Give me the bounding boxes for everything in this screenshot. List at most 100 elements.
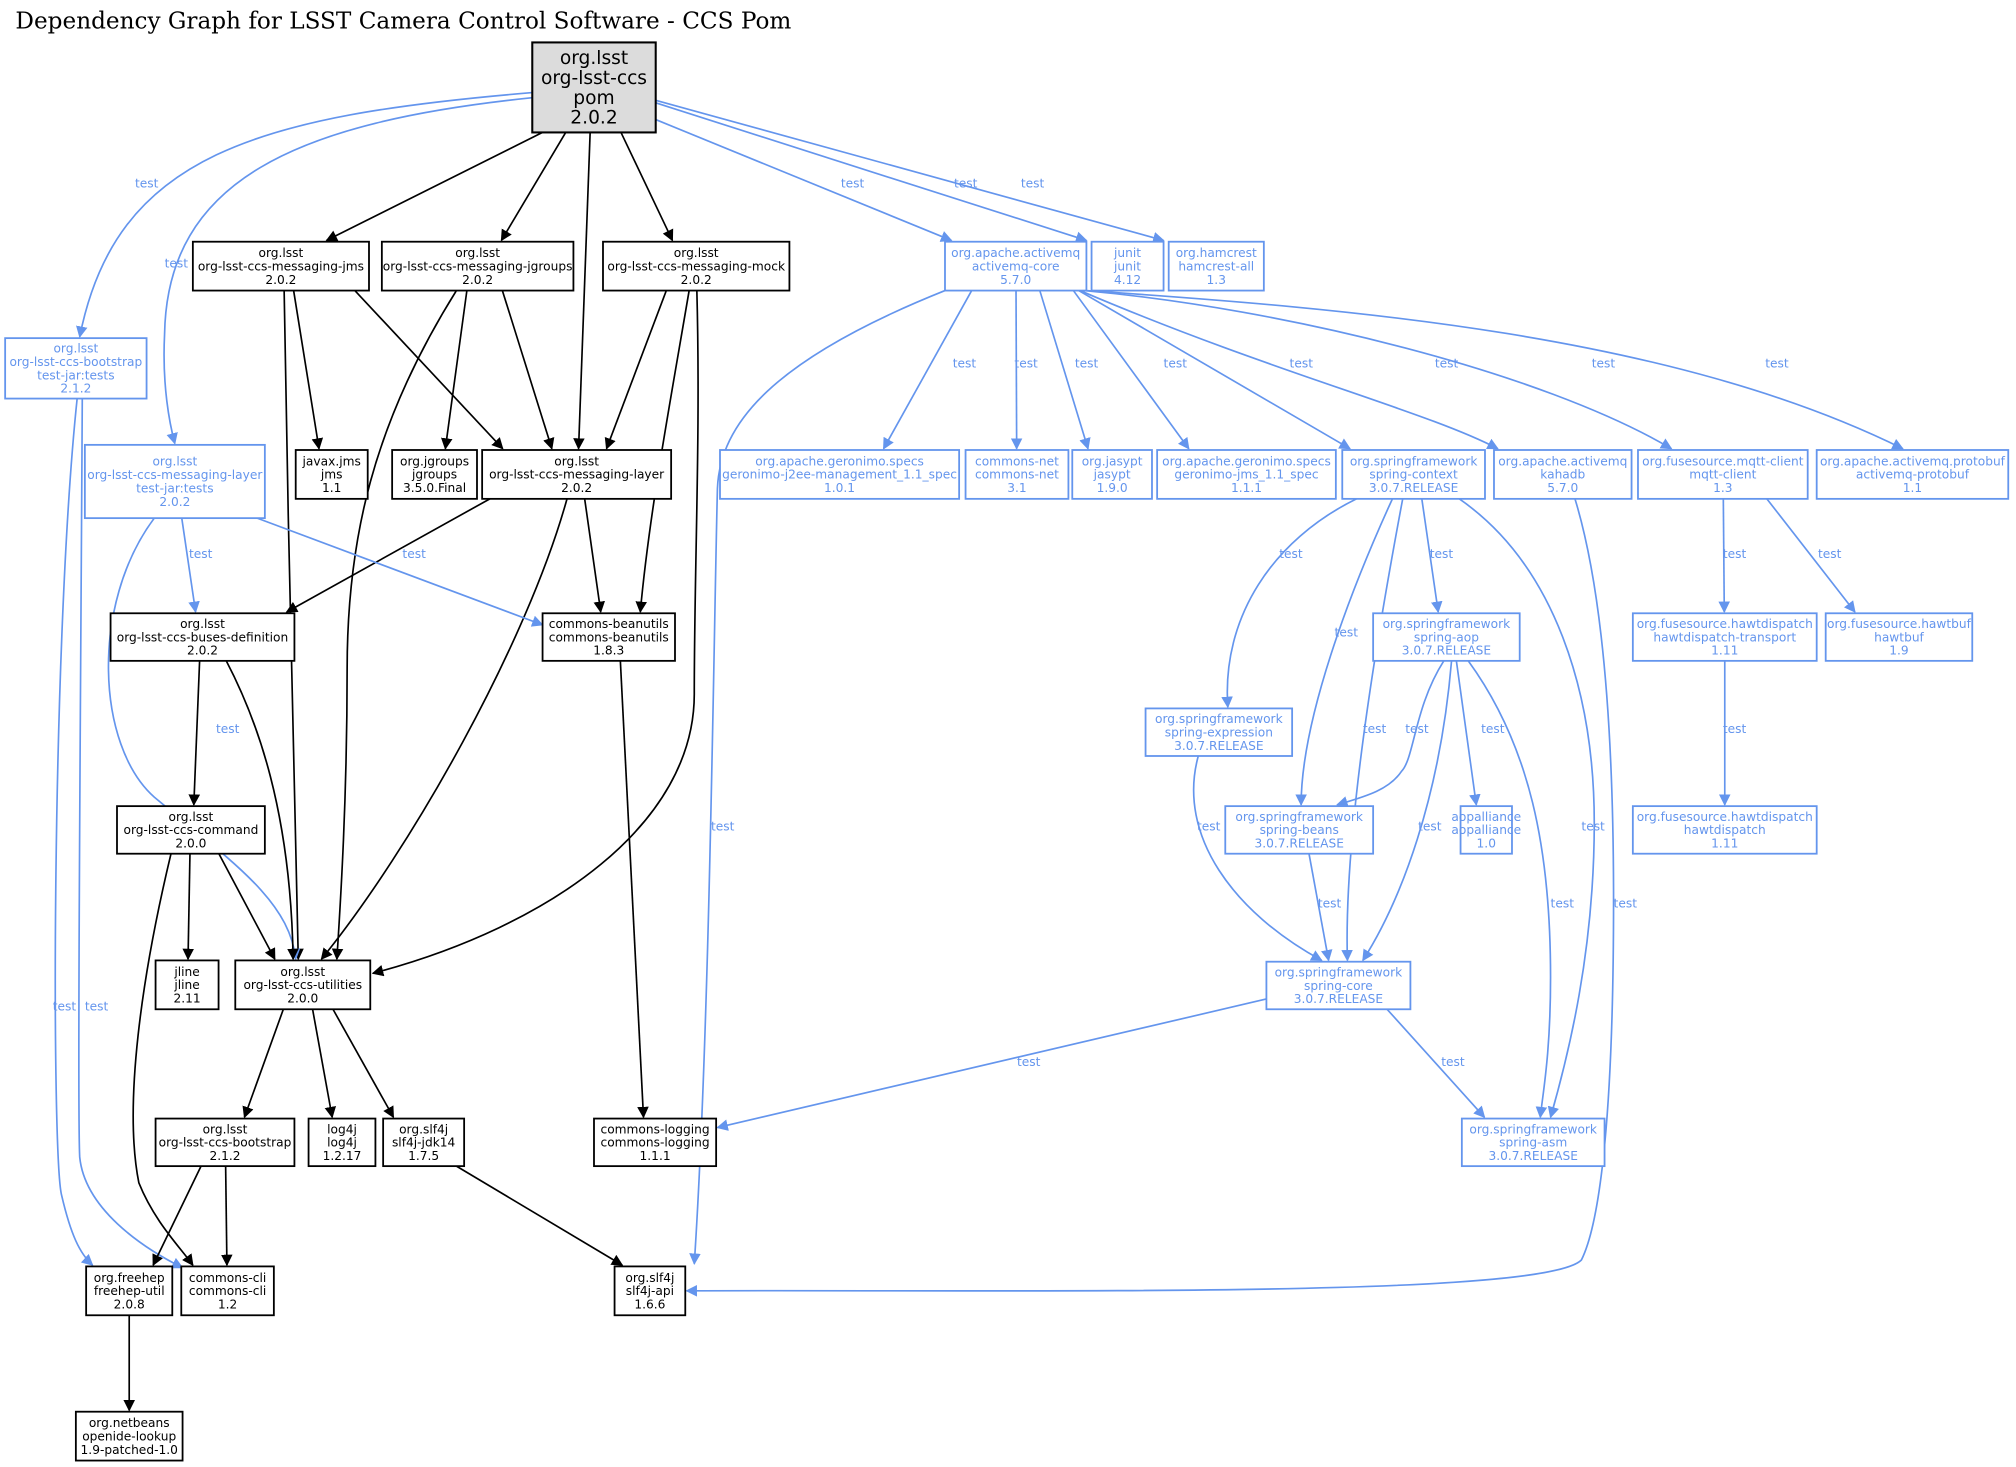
node-label-line: 1.2.17 bbox=[323, 1149, 362, 1163]
node-label-line: 3.0.7.RELEASE bbox=[1254, 837, 1343, 851]
edge-label: test bbox=[1765, 357, 1789, 371]
node-label-line: org.lsst bbox=[180, 617, 225, 631]
node-label-line: 1.11 bbox=[1711, 837, 1738, 851]
edge-root-to-amqcore bbox=[655, 118, 953, 242]
node-label-line: junit bbox=[1113, 246, 1141, 260]
node-label-line: commons-beanutils bbox=[549, 630, 669, 644]
node-label-line: 1.11 bbox=[1711, 644, 1738, 658]
edge-label: test bbox=[1014, 357, 1038, 371]
edge-label: test bbox=[1418, 820, 1442, 834]
node-box bbox=[1156, 449, 1337, 500]
node-box bbox=[1637, 449, 1809, 500]
node-jgroups: org.lsstorg-lsst-ccs-messaging-jgroups2.… bbox=[380, 240, 575, 292]
node-label-line: org.freehep bbox=[94, 1271, 165, 1285]
edge-label: test bbox=[189, 547, 213, 561]
node-geronimo-jms: org.apache.geronimo.specsgeronimo-jms_1.… bbox=[1156, 449, 1337, 500]
node-box bbox=[613, 1265, 687, 1317]
edge-msglayer-to-beanutils bbox=[583, 498, 606, 614]
node-label-line: 3.0.7.RELEASE bbox=[1174, 739, 1263, 753]
node-label-line: 2.0.2 bbox=[187, 644, 218, 658]
node-label-line: activemq-core bbox=[972, 259, 1060, 273]
edge-msglayer-to-buses bbox=[285, 498, 491, 613]
node-box bbox=[74, 1410, 184, 1462]
node-spring-asm: org.springframeworkspring-asm3.0.7.RELEA… bbox=[1460, 1117, 1606, 1168]
node-label-line: commons-logging bbox=[600, 1122, 709, 1136]
node-label-line: org.lsst bbox=[53, 342, 98, 356]
node-label-line: 3.1 bbox=[1007, 481, 1026, 495]
edge-amqcore-to-spring_context bbox=[1078, 289, 1351, 450]
node-label-line: org-lsst-ccs-messaging-layer bbox=[489, 468, 665, 482]
node-hawtdispatch: org.fusesource.hawtdispatchhawtdispatch1… bbox=[1631, 805, 1818, 855]
node-label-line: hawtbuf bbox=[1874, 630, 1924, 644]
edge-label: test bbox=[711, 820, 735, 834]
edge-label: test bbox=[1551, 897, 1575, 911]
node-box bbox=[234, 959, 372, 1011]
node-label-line: slf4j-api bbox=[626, 1284, 674, 1298]
node-label-line: jasypt bbox=[1093, 468, 1131, 482]
edge-label: test bbox=[841, 177, 865, 191]
edge-spring_context-to-spring_asm bbox=[1458, 498, 1596, 1119]
node-label-line: 1.1 bbox=[322, 481, 341, 495]
node-label-line: org.lsst bbox=[259, 246, 304, 260]
edge-spring_context-to-spring_aop bbox=[1421, 498, 1443, 614]
node-label-line: org-lsst-ccs-bootstrap bbox=[9, 355, 142, 369]
node-label-line: spring-beans bbox=[1260, 823, 1339, 837]
node-label-line: 1.2 bbox=[218, 1297, 237, 1311]
node-hawt-transport: org.fusesource.hawtdispatchhawtdispatch-… bbox=[1631, 612, 1818, 662]
node-box bbox=[116, 805, 266, 855]
edge-label: test bbox=[1481, 722, 1505, 736]
node-label-line: org.fusesource.mqtt-client bbox=[1642, 454, 1804, 468]
node-spring-context: org.springframeworkspring-context3.0.7.R… bbox=[1341, 449, 1486, 500]
node-box bbox=[83, 443, 266, 520]
node-bootstrap-tests: org.lsstorg-lsst-ccs-bootstraptest-jar:t… bbox=[4, 337, 148, 400]
node-box bbox=[382, 1117, 466, 1168]
node-label-line: 3.0.7.RELEASE bbox=[1369, 481, 1458, 495]
node-label-line: 3.0.7.RELEASE bbox=[1294, 992, 1383, 1006]
node-label-line: 1.3 bbox=[1713, 481, 1732, 495]
node-box bbox=[964, 449, 1070, 500]
node-label-line: 1.6.6 bbox=[634, 1297, 665, 1311]
edge-spring_core-to-spring_asm bbox=[1386, 1008, 1486, 1119]
node-box bbox=[944, 240, 1088, 292]
node-box bbox=[1167, 240, 1265, 292]
edges-layer bbox=[54, 91, 1904, 1412]
edge-buses-to-utilities bbox=[225, 660, 299, 961]
edge-label: test bbox=[85, 1000, 109, 1014]
node-box bbox=[1372, 612, 1521, 662]
node-label-line: hawtdispatch bbox=[1684, 823, 1766, 837]
edge-utilities-to-log4j bbox=[311, 1009, 337, 1119]
node-geronimo-j2ee: org.apache.geronimo.specsgeronimo-j2ee-m… bbox=[719, 449, 961, 500]
edge-command-to-utilities bbox=[218, 853, 276, 961]
node-label-line: 2.0.2 bbox=[462, 273, 493, 287]
node-box bbox=[294, 449, 369, 500]
node-box bbox=[85, 1265, 174, 1317]
node-label-line: org.lsst bbox=[560, 48, 628, 69]
nodes-layer: org.lsstorg-lsst-ccspom2.0.2org.lsstorg-… bbox=[4, 41, 2010, 1462]
node-label-line: 5.7.0 bbox=[1000, 273, 1031, 287]
node-label-line: 2.0.2 bbox=[159, 495, 190, 509]
edge-label: test bbox=[53, 1000, 77, 1014]
edge-bootstrap_tests-to-freehep bbox=[54, 398, 94, 1266]
node-label-line: 1.7.5 bbox=[408, 1149, 439, 1163]
node-label-line: org.springframework bbox=[1235, 810, 1364, 824]
edge-command-to-jline bbox=[182, 853, 195, 961]
node-label-line: commons-net bbox=[975, 454, 1059, 468]
node-box bbox=[391, 449, 478, 500]
node-label-line: commons-net bbox=[975, 468, 1059, 482]
edge-jms-to-msglayer bbox=[354, 289, 504, 450]
node-label-line: 2.11 bbox=[173, 991, 200, 1005]
edge-spring_context-to-spring_core bbox=[1341, 498, 1404, 962]
edge-label: test bbox=[1435, 357, 1459, 371]
edge-label: test bbox=[1017, 1055, 1041, 1069]
node-openide: org.netbeansopenide-lookup1.9-patched-1.… bbox=[74, 1410, 184, 1462]
node-label-line: org.jasypt bbox=[1082, 454, 1143, 468]
node-label-line: jline bbox=[173, 978, 199, 992]
node-label-line: 3.0.7.RELEASE bbox=[1402, 644, 1491, 658]
